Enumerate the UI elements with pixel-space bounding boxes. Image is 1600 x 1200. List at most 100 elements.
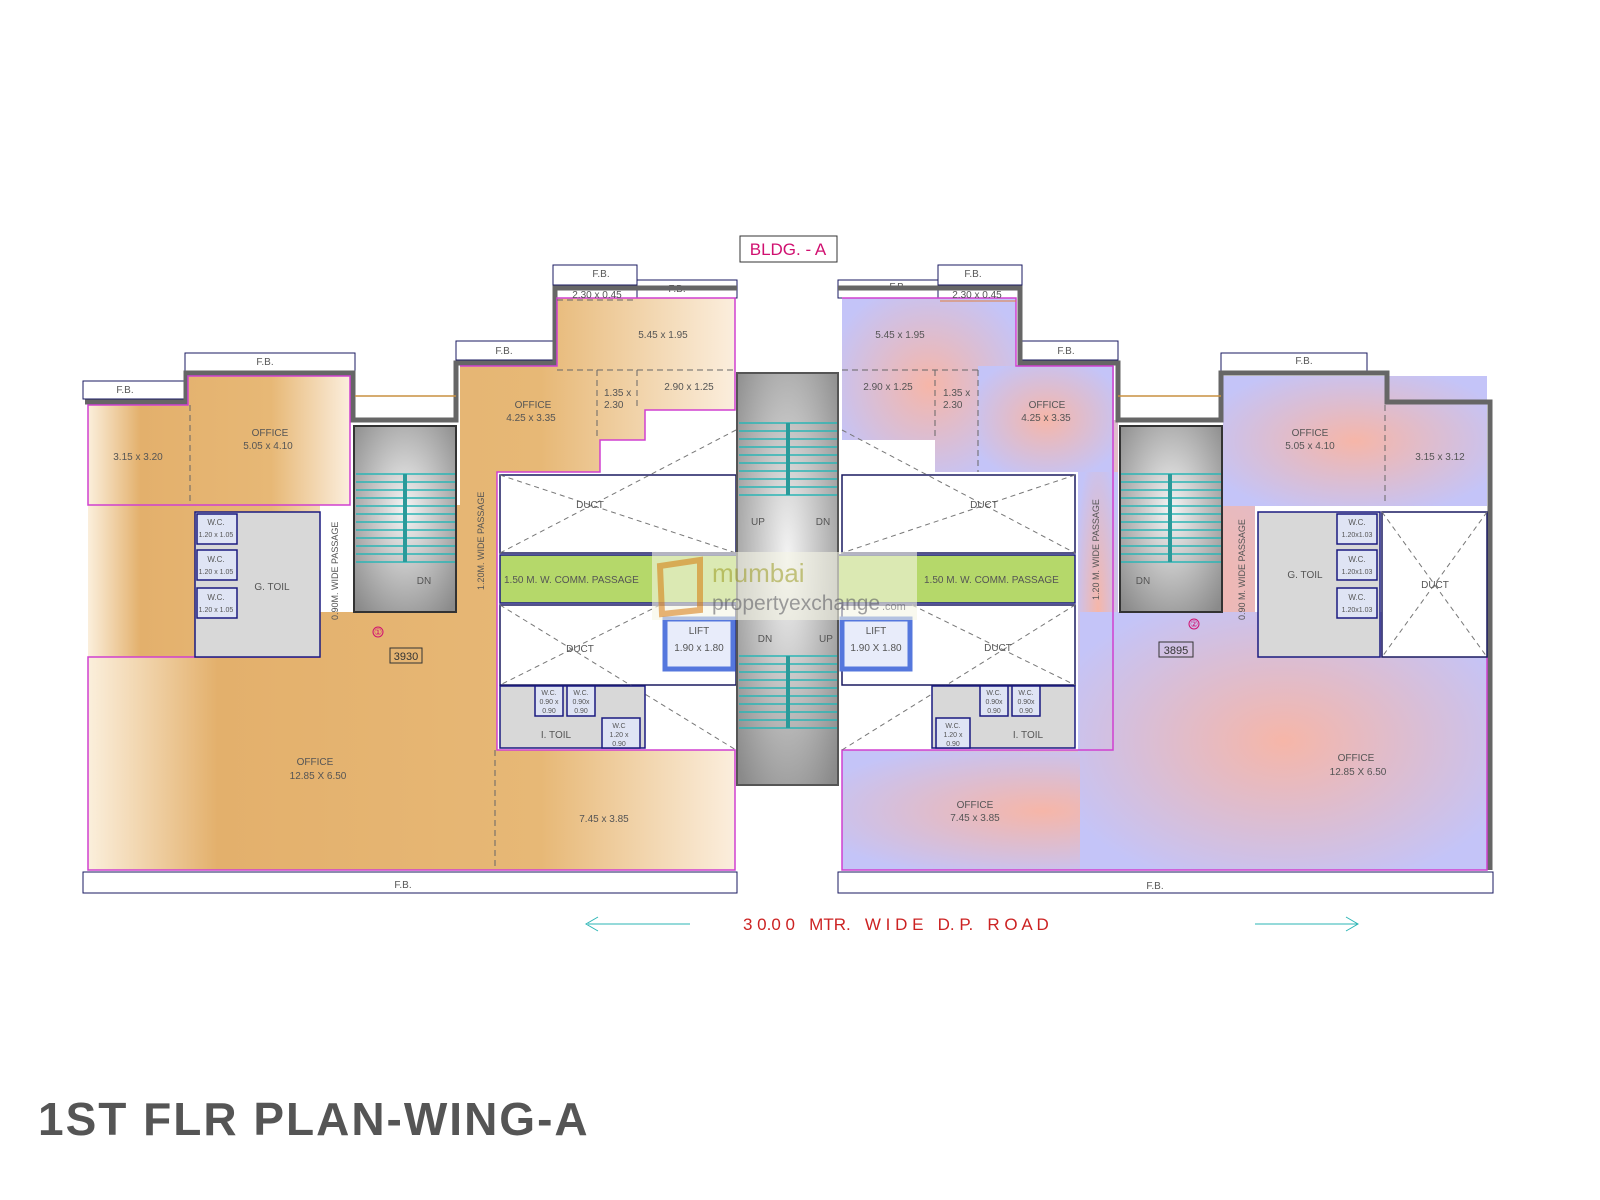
passage-label: 1.20M. WIDE PASSAGE: [476, 492, 486, 590]
left-wing: 3.15 x 3.20 OFFICE 5.05 x 4.10 OFFICE 4.…: [85, 285, 737, 871]
room-size: 2.90 x 1.25: [863, 382, 913, 393]
room-label: OFFICE: [297, 757, 334, 768]
fb-label: F.B.: [592, 269, 609, 280]
wc: [196, 549, 238, 581]
wc-size: 0.90: [542, 708, 556, 715]
fb-label: F.B.: [394, 880, 411, 891]
building-label: BLDG. - A: [739, 235, 838, 263]
lift-left: [662, 616, 736, 672]
wc-size: 1.20x1.03: [1342, 569, 1373, 576]
room-size: 7.45 x 3.85: [950, 813, 1000, 824]
fb-box: [1220, 352, 1368, 373]
fb-label: F.B.: [964, 269, 981, 280]
right-wing: 2.30 x 0.45 5.45 x 1.95 2.90 x 1.25 1.35…: [838, 285, 1493, 871]
stair-dn-label: DN: [816, 517, 830, 528]
wc-size: 0.90x: [1017, 699, 1035, 706]
right-upper-rooms: [842, 298, 1016, 472]
logo-icon: [656, 556, 703, 618]
wc-label: W.C.: [945, 723, 960, 730]
wc-label: W.C.: [1018, 690, 1033, 697]
stair-treads: [356, 473, 455, 563]
wc: [935, 717, 971, 749]
wc-size: 0.90: [987, 708, 1001, 715]
stair-handrail: [1168, 474, 1172, 562]
lift-label: LIFT: [689, 626, 710, 637]
wc: [1011, 685, 1041, 717]
wc-label: W.C: [612, 723, 625, 730]
room-size: 2.30: [943, 400, 963, 411]
duct-label: DUCT: [1421, 580, 1449, 591]
road-label: 3 0.0 0 MTR. W I D E D. P. R O A D: [585, 915, 1359, 934]
duct-label: DUCT: [566, 644, 594, 655]
plan-title: 1ST FLR PLAN-WING-A: [38, 1093, 590, 1145]
wc-size: 1.20 x: [943, 732, 963, 739]
fb-label: F.B.: [1057, 346, 1074, 357]
wc-label: W.C.: [1348, 593, 1365, 602]
unit-area: 3895: [1164, 645, 1188, 657]
unit-area-box: [1158, 641, 1194, 658]
wc-label: W.C.: [1348, 555, 1365, 564]
wc-label: W.C.: [207, 555, 224, 564]
stair-up-label: UP: [819, 634, 833, 645]
room-size: 12.85 X 6.50: [1330, 767, 1387, 778]
right-office: [978, 366, 1114, 472]
room-size: 5.05 x 4.10: [243, 441, 293, 452]
wc-label: W.C.: [986, 690, 1001, 697]
wc-size: 0.90x: [572, 699, 590, 706]
wc: [1336, 513, 1378, 545]
duct-label: DUCT: [576, 500, 604, 511]
wc-label: W.C.: [207, 593, 224, 602]
wc-size: 0.90x: [985, 699, 1003, 706]
wc: [196, 587, 238, 619]
passage-label: 1.50 M. W. COMM. PASSAGE: [924, 575, 1059, 586]
fb-label: F.B.: [1146, 881, 1163, 892]
wc-size: 1.20 x: [609, 732, 629, 739]
room-size: 4.25 x 3.35: [506, 413, 556, 424]
unit-area: 3930: [394, 651, 418, 663]
wc: [601, 717, 641, 749]
unit-marker: [1188, 618, 1200, 630]
wc-size: 1.20 x 1.05: [199, 532, 234, 539]
road-text: 3 0.0 0 MTR. W I D E D. P. R O A D: [743, 915, 1049, 934]
duct-label: DUCT: [970, 500, 998, 511]
g-toilet-label: G. TOIL: [1287, 570, 1323, 581]
room-label: OFFICE: [515, 400, 552, 411]
room-size: 12.85 X 6.50: [290, 771, 347, 782]
room-size: 2.90 x 1.25: [664, 382, 714, 393]
wc-size: 0.90: [574, 708, 588, 715]
fb-label: F.B.: [116, 385, 133, 396]
fb-box: [82, 380, 186, 400]
room-size: 4.25 x 3.35: [1021, 413, 1071, 424]
room-size: 2.30 x 0.45: [572, 290, 622, 301]
wc-label: W.C.: [207, 518, 224, 527]
wc: [566, 685, 596, 717]
g-toilet-label: G. TOIL: [254, 582, 290, 593]
wc-label: W.C.: [541, 690, 556, 697]
fb-box: [937, 264, 1023, 286]
room-size: 1.35 x: [604, 388, 631, 399]
room-size: 5.05 x 4.10: [1285, 441, 1335, 452]
stair-handrail: [786, 423, 790, 495]
room-size: 1.35 x: [943, 388, 970, 399]
wc: [196, 513, 238, 545]
i-toilet-label: I. TOIL: [1013, 730, 1044, 741]
fb-label: F.B.: [1295, 356, 1312, 367]
wc-size: 0.90: [946, 741, 960, 748]
wc: [534, 685, 564, 717]
wc: [979, 685, 1009, 717]
wc: [1336, 587, 1378, 619]
lift-size: 1.90 X 1.80: [850, 643, 902, 654]
room-size: 7.45 x 3.85: [579, 814, 629, 825]
unit-marker: [372, 626, 384, 638]
wc-size: 0.90: [612, 741, 626, 748]
room-size: 5.45 x 1.95: [638, 330, 688, 341]
lift-size: 1.90 x 1.80: [674, 643, 724, 654]
lift-label: LIFT: [866, 626, 887, 637]
fb-box-bottom-right: [837, 871, 1494, 894]
stair-dn-label: DN: [417, 576, 431, 587]
right-office-upper: [1223, 376, 1487, 506]
watermark-text: propertyexchange: [712, 592, 880, 615]
wc-size: 0.90 x: [539, 699, 559, 706]
fb-label: F.B.: [495, 346, 512, 357]
